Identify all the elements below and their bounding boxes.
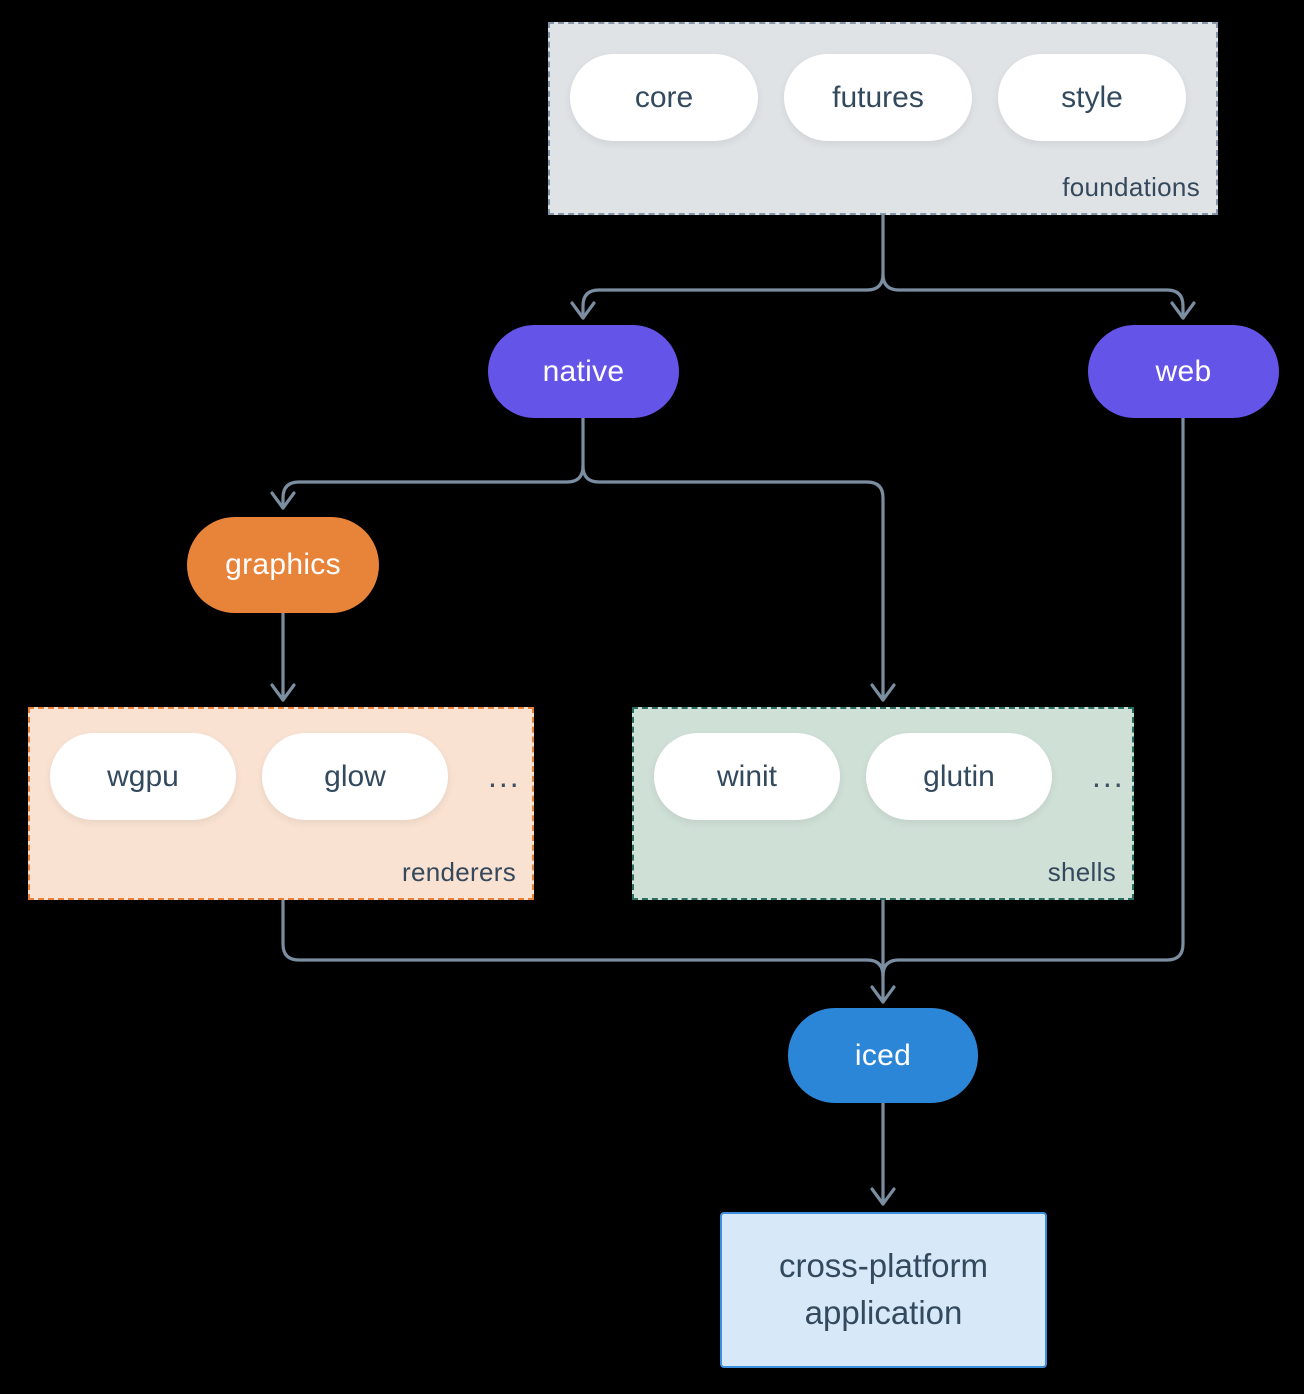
node-cross-platform-application: cross-platform application [720, 1212, 1047, 1368]
node-graphics: graphics [187, 517, 379, 613]
foundations-group-label: foundations [1062, 172, 1200, 202]
edge-web-to-iced [881, 416, 1185, 978]
edge-foundations-to-native [570, 213, 885, 320]
group-shells: winit glutin ... shells [632, 707, 1134, 900]
foundations-pill-row: core futures style [550, 24, 1216, 141]
renderers-ellipsis: ... [488, 758, 521, 794]
shells-group-label: shells [1047, 857, 1116, 887]
renderers-pill-row: wgpu glow ... [30, 709, 532, 820]
renderers-group-label: renderers [402, 857, 516, 887]
edge-renderers-to-iced [281, 898, 885, 978]
node-iced: iced [788, 1008, 978, 1103]
node-winit: winit [654, 733, 840, 820]
shells-ellipsis: ... [1092, 758, 1125, 794]
node-wgpu: wgpu [50, 733, 236, 820]
node-style: style [998, 54, 1186, 141]
node-glutin: glutin [866, 733, 1052, 820]
edge-native-to-shells [581, 464, 896, 702]
edge-native-to-graphics [270, 416, 585, 510]
node-core: core [570, 54, 758, 141]
node-native: native [488, 325, 679, 418]
edge-foundations-to-web [881, 272, 1196, 320]
node-glow: glow [262, 733, 448, 820]
group-foundations: core futures style foundations [548, 22, 1218, 215]
node-futures: futures [784, 54, 972, 141]
shells-pill-row: winit glutin ... [634, 709, 1132, 820]
node-web: web [1088, 325, 1279, 418]
group-renderers: wgpu glow ... renderers [28, 707, 534, 900]
